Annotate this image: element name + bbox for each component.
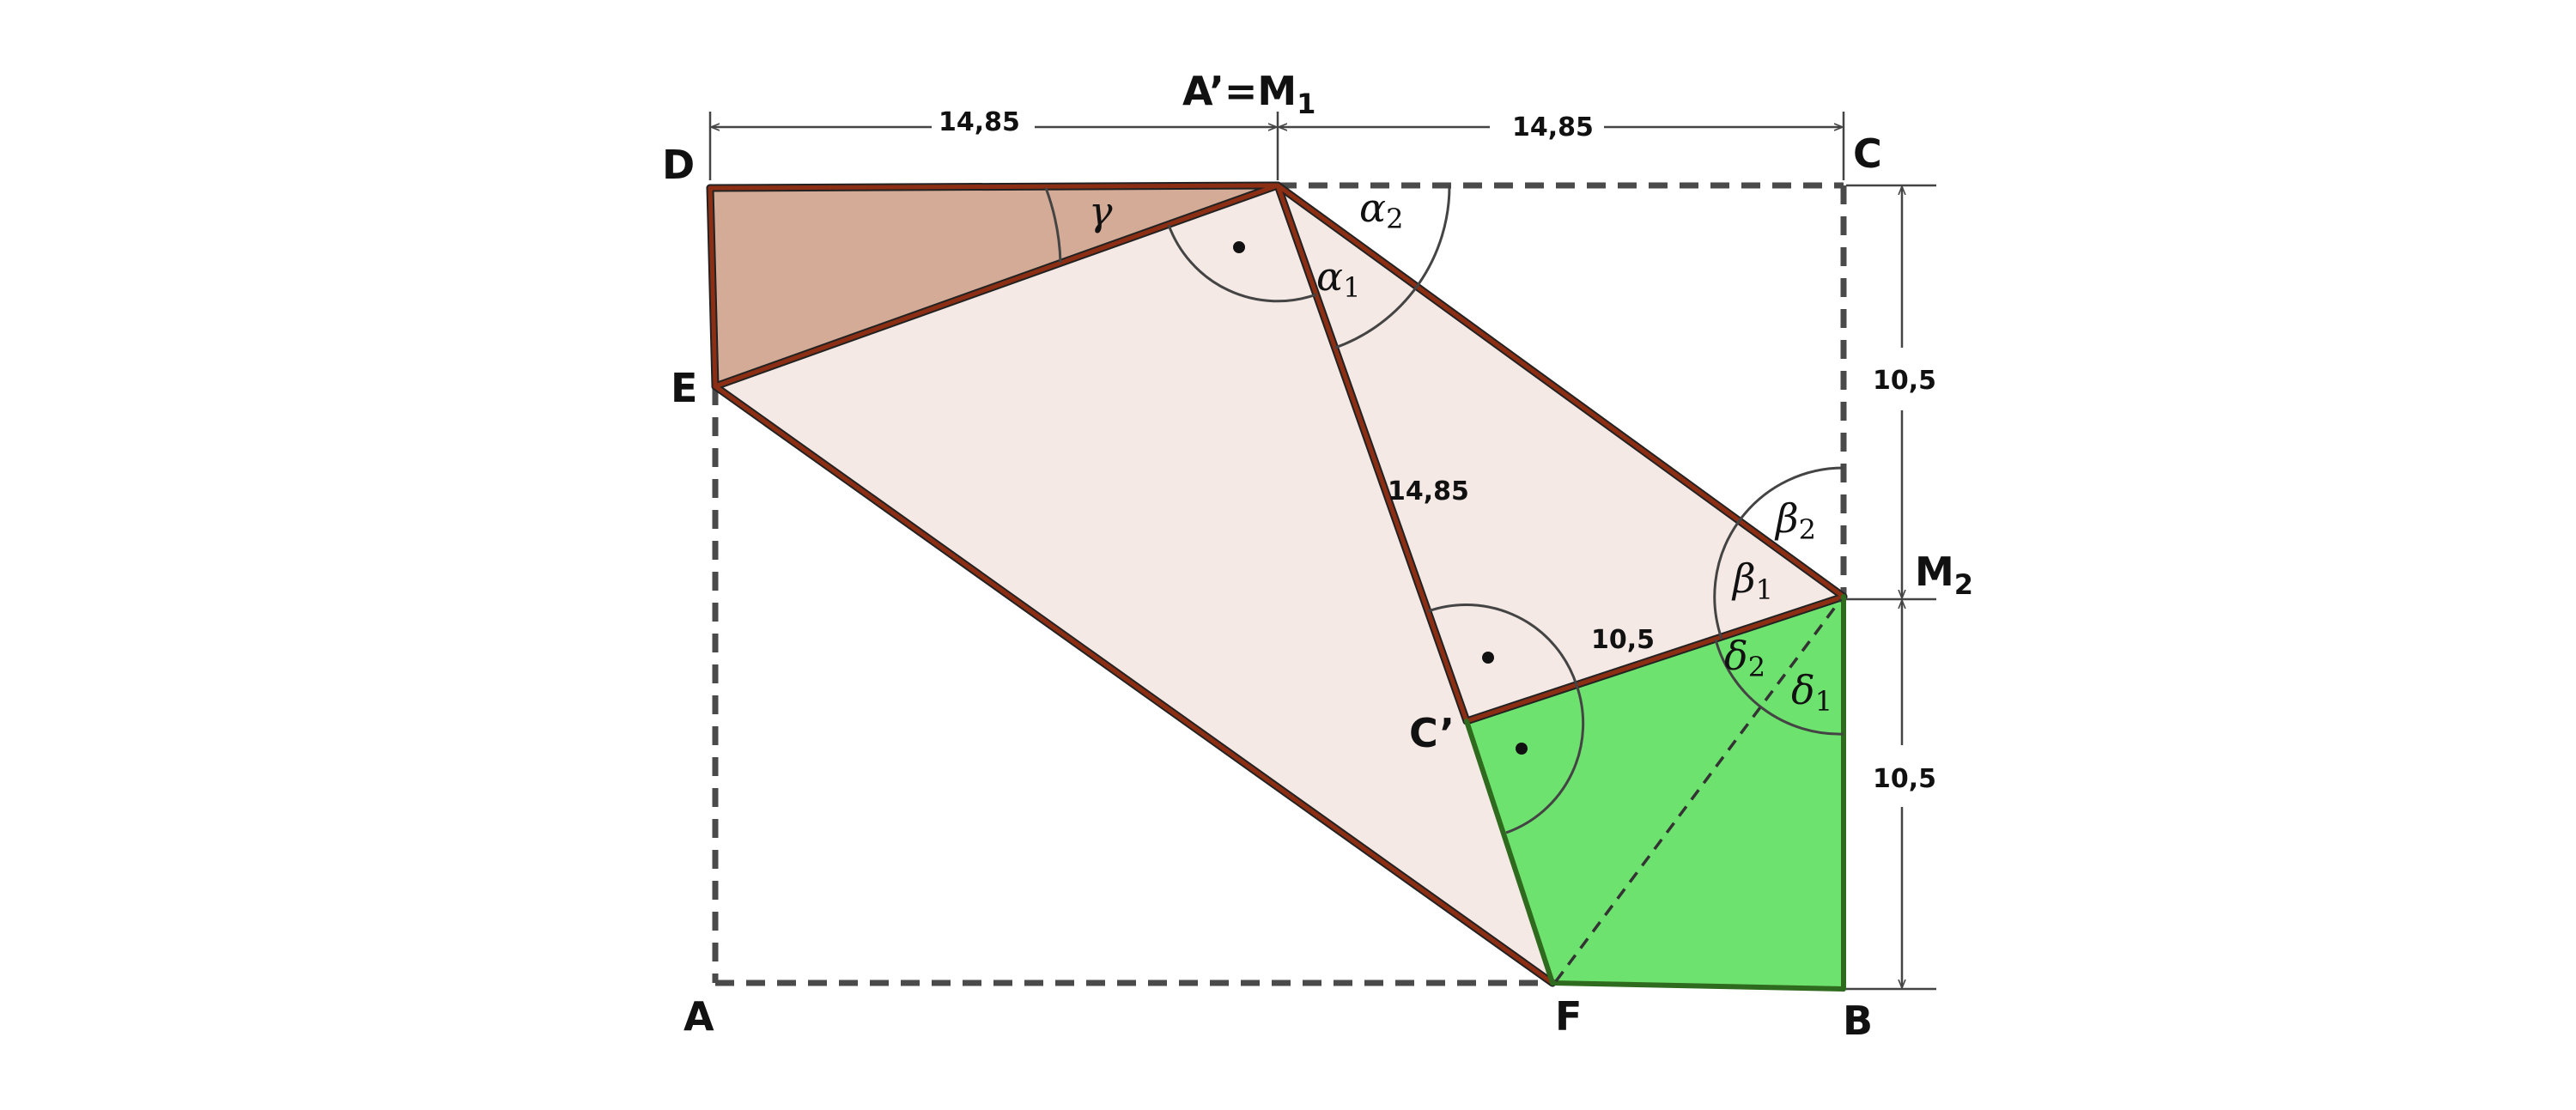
angle-label-beta1: β1: [1731, 555, 1773, 606]
angle-label-beta2: β2: [1774, 495, 1816, 546]
dim-label-c-prime-m2: 10,5: [1591, 625, 1655, 655]
right-angle-dot-cprime-lower: [1516, 743, 1528, 755]
dim-label-right-lower: 10,5: [1873, 764, 1936, 794]
dim-label-fold-line: 14,85: [1388, 476, 1469, 506]
label-point-e: E: [671, 365, 697, 411]
angle-arcs: [1044, 185, 1844, 834]
dim-label-top-left: 14,85: [939, 107, 1020, 137]
dim-label-right-upper: 10,5: [1873, 366, 1936, 396]
label-point-b: B: [1843, 998, 1873, 1044]
angle-label-alpha1: α1: [1316, 253, 1360, 304]
dimension-lines: [708, 112, 1936, 991]
green-quadrilateral: [1467, 597, 1844, 989]
dim-label-top-right: 14,85: [1512, 112, 1594, 143]
right-angle-dot-m1: [1233, 241, 1245, 253]
label-point-f: F: [1555, 993, 1582, 1040]
label-point-c-prime: C’: [1409, 710, 1455, 756]
right-angle-dot-cprime-upper: [1482, 652, 1494, 664]
angle-label-delta2: δ2: [1724, 633, 1765, 683]
folded-region-light: [715, 185, 1844, 983]
label-point-a-prime-m1: A’=M1: [1182, 68, 1315, 120]
diagonal-f-m2: [1554, 597, 1843, 983]
angle-label-alpha2: α2: [1359, 185, 1403, 235]
label-point-m2: M2: [1915, 549, 1973, 601]
rectangle-outline: [712, 182, 1847, 986]
label-point-a: A: [683, 993, 714, 1040]
angle-label-delta1: δ1: [1791, 667, 1832, 718]
label-point-d: D: [662, 142, 695, 188]
green-edges: [1464, 594, 1846, 992]
angle-label-gamma: γ: [1089, 188, 1113, 234]
label-point-c: C: [1853, 130, 1882, 177]
